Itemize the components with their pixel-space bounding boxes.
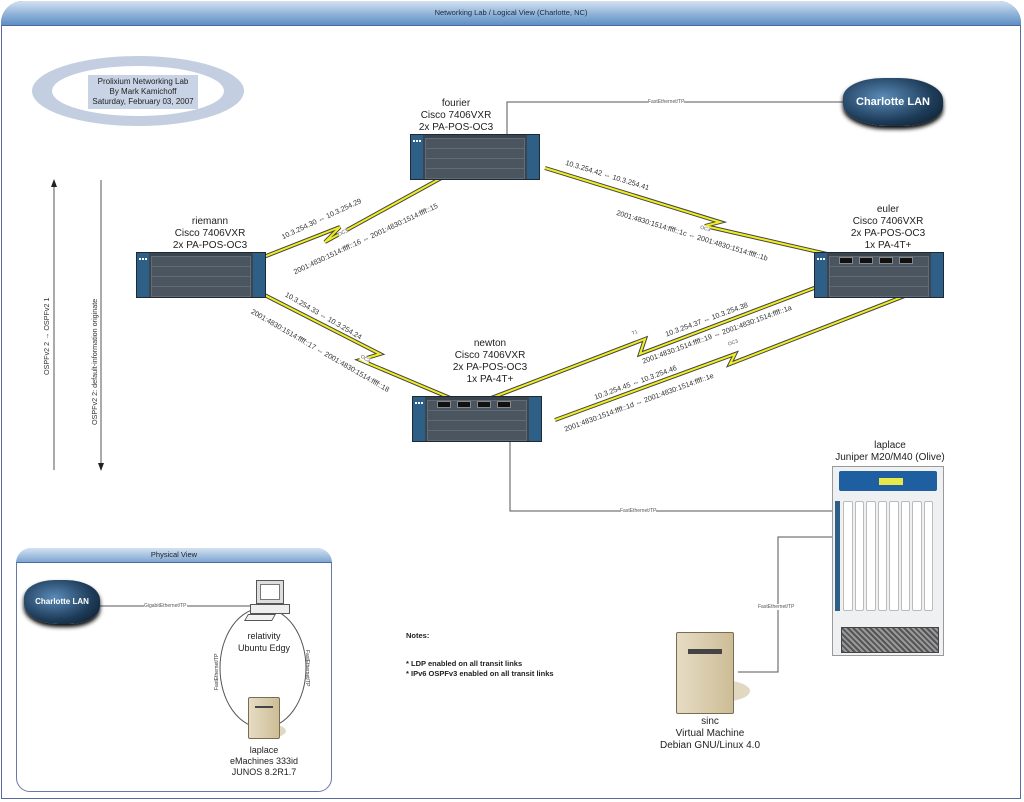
- credit-title: Prolixium Networking Lab: [97, 77, 189, 86]
- monitor-icon: [256, 580, 284, 604]
- cisco-logo-icon: [139, 258, 147, 265]
- link-newton-laplace[interactable]: [509, 440, 838, 512]
- router-newton-card-1: 2x PA-POS-OC3: [452, 362, 528, 373]
- router-newton-icon[interactable]: [412, 396, 542, 442]
- juniper-cards: [843, 501, 933, 611]
- relativity-os: Ubuntu Edgy: [237, 643, 291, 653]
- router-riemann-label: riemann Cisco 7406VXR 2x PA-POS-OC3: [150, 216, 270, 252]
- physical-view-title: Physical View: [16, 548, 332, 563]
- router-fourier-label: fourier Cisco 7406VXR 2x PA-POS-OC3: [396, 98, 516, 134]
- link-newton-euler-t1[interactable]: [459, 280, 831, 412]
- ospf-down-label: OSPFv2 2: default-information originate: [90, 298, 99, 425]
- router-euler-card-2: 1x PA-4T+: [864, 240, 912, 251]
- credit-date: Saturday, February 03, 2007: [92, 97, 194, 106]
- label-fourier-lan: FastEthernet/TP: [648, 99, 685, 105]
- juniper-rail: [835, 501, 840, 611]
- router-bezel: [137, 253, 149, 297]
- cisco-logo-icon: [817, 258, 825, 265]
- relativity-name: relativity: [247, 631, 281, 641]
- link-fourier-lan[interactable]: [506, 101, 850, 150]
- router-fourier-model: Cisco 7406VXR: [420, 110, 492, 121]
- link-newton-euler-oc3[interactable]: [554, 288, 921, 422]
- server-laplace-physical-icon[interactable]: [248, 697, 280, 739]
- credit-box: Prolixium Networking Lab By Mark Kamicho…: [88, 75, 198, 109]
- sinc-os: Debian GNU/Linux 4.0: [659, 740, 761, 751]
- juniper-fan-tray: [841, 627, 939, 653]
- cisco-logo-icon: [413, 140, 421, 147]
- router-newton-label: newton Cisco 7406VXR 2x PA-POS-OC3 1x PA…: [430, 338, 550, 386]
- pc-base-icon: [250, 604, 290, 614]
- cloud-charlotte-lan[interactable]: Charlotte LAN: [843, 78, 943, 126]
- juniper-front-panel: [839, 471, 937, 491]
- router-fourier-name: fourier: [441, 98, 471, 109]
- ospf-up-label: OSPFv2 2 → OSPFv2 1: [42, 297, 51, 376]
- router-bezel: [815, 253, 827, 297]
- sinc-name: sinc: [701, 716, 719, 727]
- note-item: * LDP enabled on all transit links: [406, 659, 523, 668]
- router-euler-model: Cisco 7406VXR: [852, 216, 924, 227]
- laplace-physical-os: JUNOS 8.2R1.7: [231, 767, 297, 777]
- window-title: Networking Lab / Logical View (Charlotte…: [1, 1, 1021, 26]
- note-item: * IPv6 OSPFv3 enabled on all transit lin…: [406, 669, 554, 678]
- label-physical-right-link: FastEthernet/TP: [304, 650, 310, 687]
- router-euler-icon[interactable]: [814, 252, 944, 298]
- ospf-up-arrowhead: [51, 179, 57, 187]
- sinc-label: sinc Virtual Machine Debian GNU/Linux 4.…: [630, 716, 790, 752]
- notes-block: Notes: * LDP enabled on all transit link…: [406, 631, 554, 679]
- laplace-logical-label: laplace Juniper M20/M40 (Olive): [820, 440, 960, 464]
- label-lan-relativity: GigabitEthernet/TP: [144, 603, 187, 609]
- link-riemann-fourier[interactable]: [204, 163, 466, 282]
- laplace-logical-name: laplace: [874, 440, 906, 451]
- router-bezel: [413, 397, 425, 441]
- router-euler-name: euler: [876, 204, 900, 215]
- router-newton-model: Cisco 7406VXR: [454, 350, 526, 361]
- router-newton-card-2: 1x PA-4T+: [466, 374, 514, 385]
- relativity-label: relativity Ubuntu Edgy: [214, 630, 314, 654]
- router-fourier-icon[interactable]: [410, 134, 540, 180]
- link-riemann-newton[interactable]: [244, 283, 456, 402]
- router-fourier-card: 2x PA-POS-OC3: [418, 122, 494, 133]
- router-bezel: [411, 135, 423, 179]
- router-riemann-icon[interactable]: [136, 252, 266, 298]
- cloud-charlotte-lan-physical[interactable]: Charlotte LAN: [24, 580, 100, 624]
- cisco-logo-icon: [415, 402, 423, 409]
- laplace-physical-name: laplace: [249, 745, 279, 755]
- sinc-type: Virtual Machine: [675, 728, 745, 739]
- laplace-logical-model: Juniper M20/M40 (Olive): [835, 452, 945, 463]
- credit-author: By Mark Kamichoff: [109, 87, 177, 96]
- router-riemann-model: Cisco 7406VXR: [174, 228, 246, 239]
- router-newton-name: newton: [473, 338, 507, 349]
- router-riemann-name: riemann: [191, 216, 229, 227]
- laplace-physical-label: laplace eMachines 333id JUNOS 8.2R1.7: [214, 745, 314, 778]
- link-fourier-euler[interactable]: [544, 166, 863, 264]
- juniper-router-icon[interactable]: [832, 466, 944, 656]
- notes-title: Notes:: [406, 631, 430, 640]
- server-sinc-icon[interactable]: [676, 632, 734, 714]
- laplace-physical-model: eMachines 333id: [229, 756, 299, 766]
- keyboard-icon: [243, 614, 277, 621]
- router-euler-label: euler Cisco 7406VXR 2x PA-POS-OC3 1x PA-…: [828, 204, 948, 252]
- router-euler-card-1: 2x PA-POS-OC3: [850, 228, 926, 239]
- router-riemann-card: 2x PA-POS-OC3: [172, 240, 248, 251]
- label-physical-left-link: FastEthernet/TP: [214, 653, 220, 690]
- label-sinc-laplace: FastEthernet/TP: [758, 604, 795, 610]
- juniper-lcd: [879, 478, 903, 485]
- label-newton-laplace: FastEthernet/TP: [620, 508, 657, 514]
- ospf-down-arrowhead: [98, 463, 104, 471]
